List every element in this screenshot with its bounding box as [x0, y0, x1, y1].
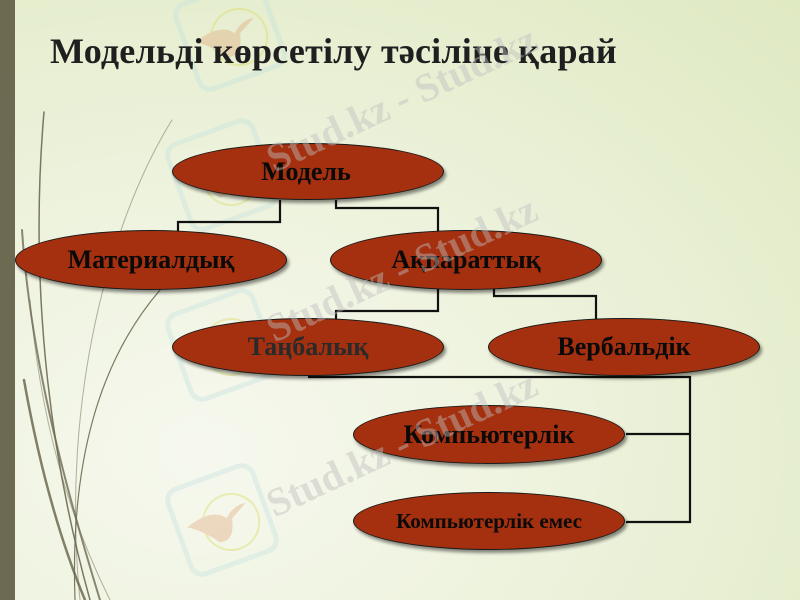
- node-symbolic-label: Таңбалық: [247, 332, 369, 361]
- node-verbal: Вербальдік: [488, 318, 760, 376]
- node-material-label: Материалдық: [67, 245, 235, 274]
- sidebar-stripe: [0, 0, 15, 600]
- node-symbolic: Таңбалық: [172, 318, 444, 376]
- node-computer: Компьютерлік: [353, 405, 625, 464]
- node-verbal-label: Вербальдік: [557, 332, 691, 361]
- node-non-computer-label: Компьютерлік емес: [396, 508, 582, 533]
- node-model-label: Модель: [261, 156, 351, 186]
- node-model: Модель: [172, 143, 444, 200]
- node-non-computer: Компьютерлік емес: [353, 492, 625, 550]
- slide-title: Модельді көрсетілу тәсіліне қарай: [50, 31, 617, 71]
- node-information-label: Ақпараттық: [391, 245, 541, 274]
- node-material: Материалдық: [15, 230, 287, 290]
- node-information: Ақпараттық: [330, 230, 602, 290]
- node-computer-label: Компьютерлік: [403, 419, 575, 449]
